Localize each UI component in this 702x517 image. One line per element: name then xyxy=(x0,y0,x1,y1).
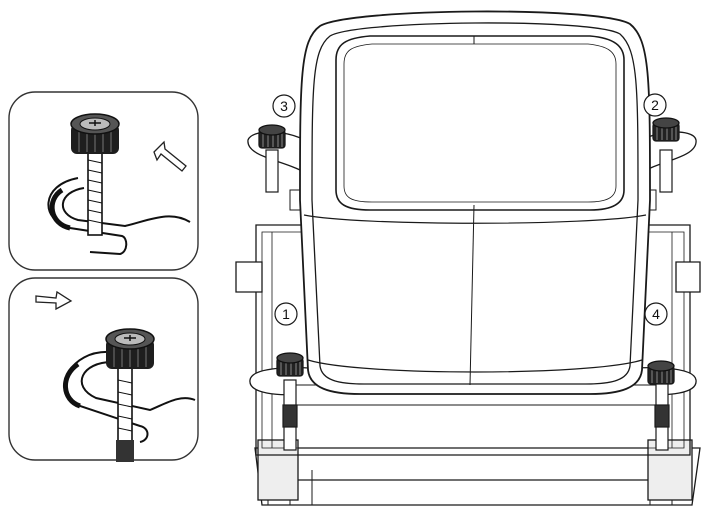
thumb-screw-icon xyxy=(70,113,120,154)
step-label-4: 4 xyxy=(652,306,660,322)
thumb-screw-icon xyxy=(105,328,155,369)
step-badge-2 xyxy=(643,93,667,117)
main-assembly xyxy=(235,10,701,506)
step-label-2: 2 xyxy=(651,97,659,113)
arrow-right-icon xyxy=(35,290,73,311)
cold-plate-top xyxy=(335,35,625,211)
detail-panel-frame xyxy=(8,277,199,461)
detail-panel-frame xyxy=(8,91,199,271)
step-label-3: 3 xyxy=(280,98,288,114)
base-plate xyxy=(254,439,701,506)
arrow-up-left-icon xyxy=(153,140,187,172)
detail-panel-lock xyxy=(8,277,199,462)
standoffs xyxy=(265,149,673,451)
step-badge-1 xyxy=(274,302,298,326)
step-badge-4 xyxy=(644,302,668,326)
screw-icon xyxy=(276,352,304,377)
screw-icon xyxy=(258,124,286,149)
screw-icon xyxy=(652,117,680,142)
step-label-1: 1 xyxy=(282,306,290,322)
detail-panel-unlock xyxy=(8,91,199,271)
screw-icon xyxy=(647,360,675,385)
step-badge-3 xyxy=(272,94,296,118)
cooler-body xyxy=(299,10,651,395)
